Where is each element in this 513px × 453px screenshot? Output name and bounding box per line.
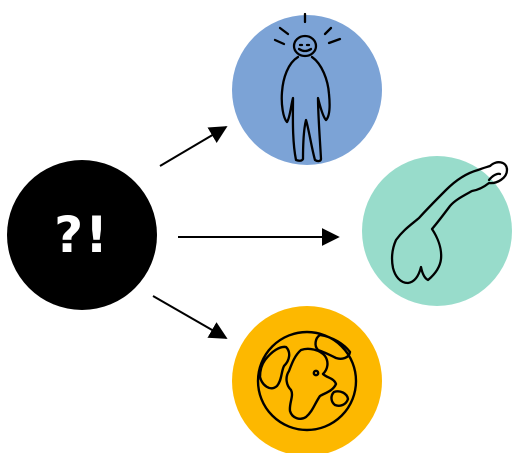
source-node xyxy=(7,160,157,310)
arrow-to-globe xyxy=(153,296,226,338)
person-node xyxy=(232,14,382,165)
arrow-to-person xyxy=(160,127,226,166)
globe-node xyxy=(232,306,382,453)
person-node-circle xyxy=(232,15,382,165)
map-node xyxy=(362,156,512,306)
